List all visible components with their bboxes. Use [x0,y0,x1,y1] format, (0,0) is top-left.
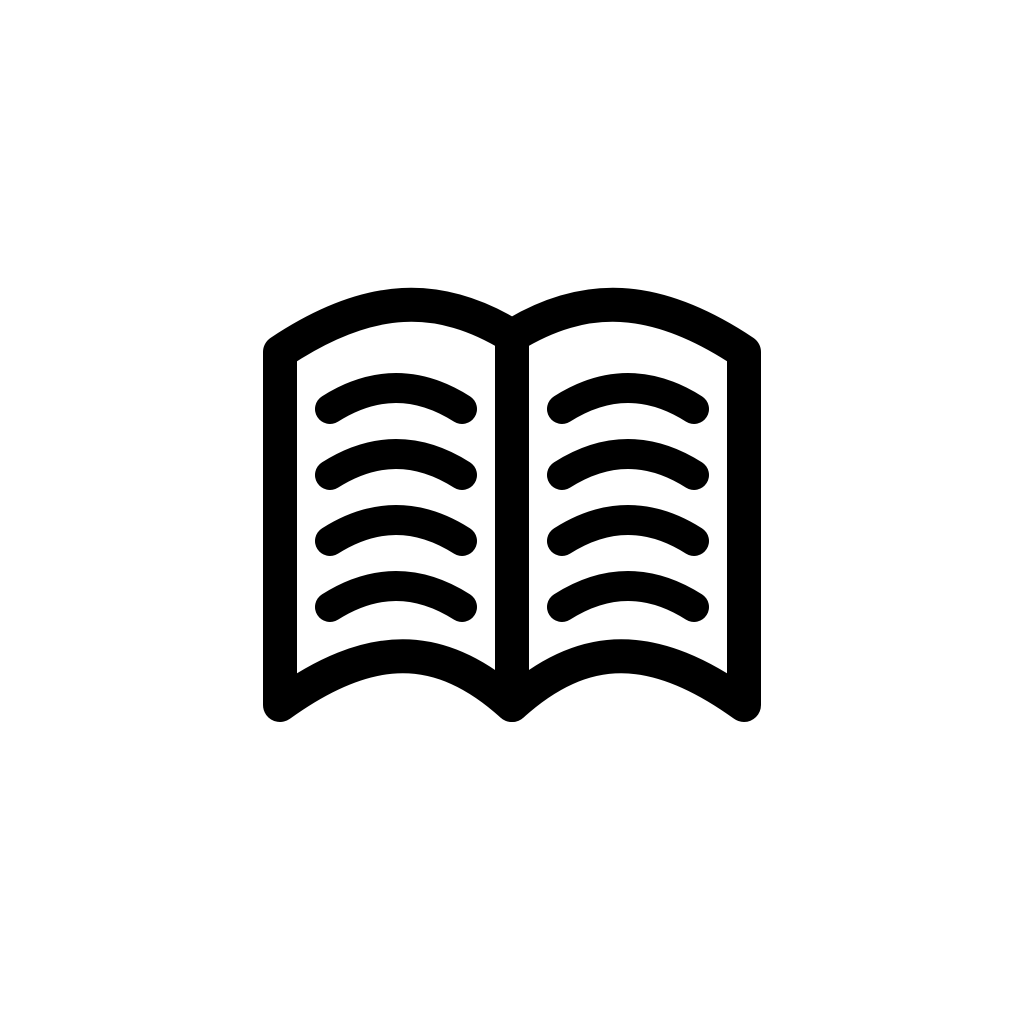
text-line-left-4 [315,571,477,622]
text-line-right-2 [547,439,709,490]
text-line-left-3 [315,505,477,556]
book-outline-path [263,287,761,722]
text-line-right-4 [547,571,709,622]
page-text-lines [315,373,709,622]
book-outline [263,287,761,722]
text-line-right-3 [547,505,709,556]
text-line-left-2 [315,439,477,490]
text-line-right-1 [547,373,709,424]
text-line-left-1 [315,373,477,424]
